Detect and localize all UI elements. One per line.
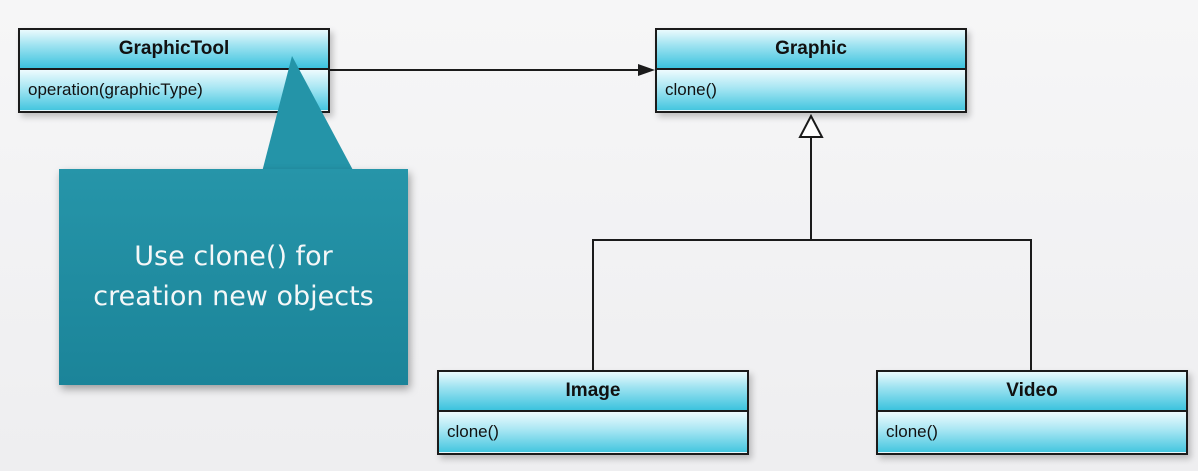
- class-video: Video clone(): [876, 370, 1188, 455]
- callout-line-1: Use clone() for: [134, 241, 333, 272]
- class-graphic-tool: GraphicTool operation(graphicType): [18, 28, 330, 113]
- class-name: Graphic: [657, 30, 965, 70]
- class-operation: clone(): [878, 412, 1186, 452]
- callout-note: Use clone() for creation new objects: [59, 169, 408, 385]
- class-operation: clone(): [439, 412, 747, 452]
- class-operation: operation(graphicType): [20, 70, 328, 110]
- callout-line-2: creation new objects: [93, 281, 374, 312]
- class-graphic: Graphic clone(): [655, 28, 967, 113]
- class-operation: clone(): [657, 70, 965, 110]
- class-name: Image: [439, 372, 747, 412]
- class-name: Video: [878, 372, 1186, 412]
- callout-pointer-shape: [262, 56, 354, 172]
- class-name: GraphicTool: [20, 30, 328, 70]
- association-arrowhead: [638, 64, 655, 76]
- class-image: Image clone(): [437, 370, 749, 455]
